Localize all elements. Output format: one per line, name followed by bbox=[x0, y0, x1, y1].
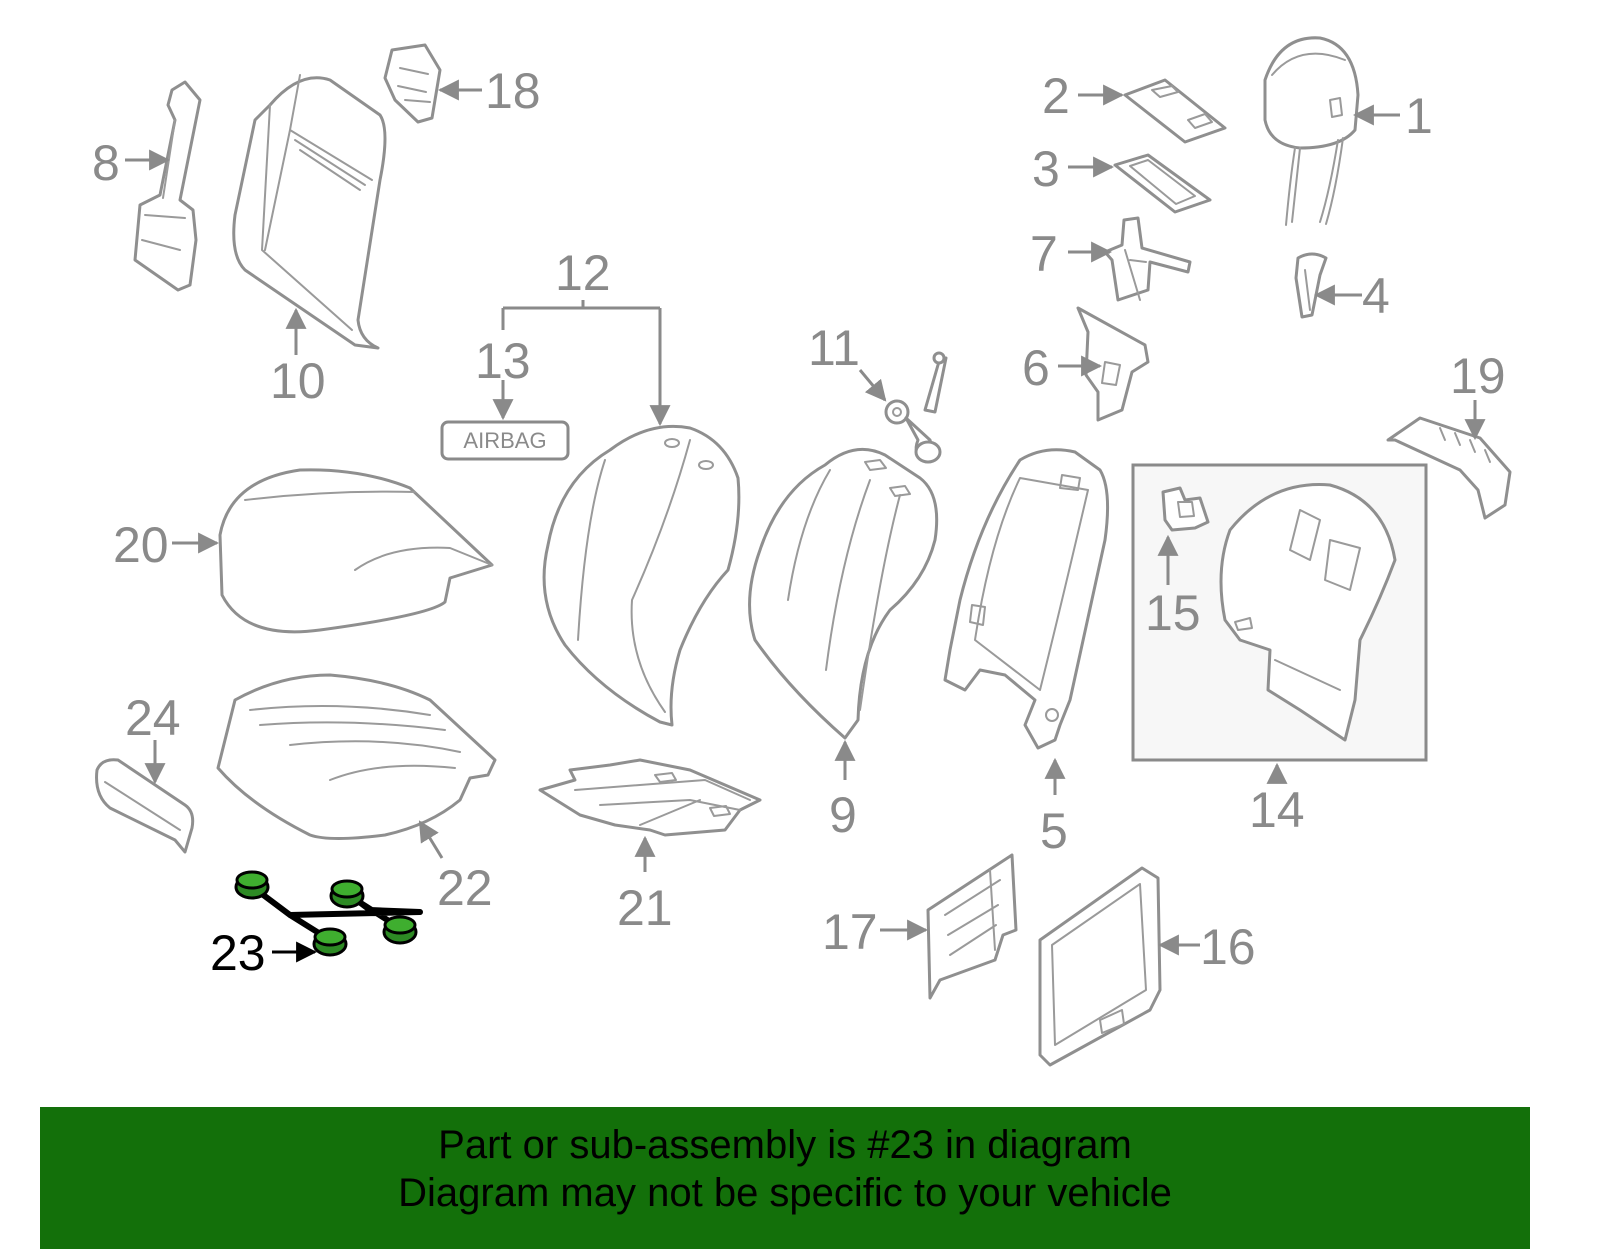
callout-23: 23 bbox=[210, 925, 266, 981]
callout-22: 22 bbox=[437, 860, 493, 916]
part-12-backrest-cover[interactable] bbox=[542, 424, 741, 727]
part-12-bracket-lines bbox=[492, 300, 671, 427]
callout-21: 21 bbox=[617, 880, 673, 936]
callout-13: 13 bbox=[475, 333, 531, 389]
part-2-pad[interactable] bbox=[1123, 78, 1227, 144]
leader-lines bbox=[125, 79, 1486, 963]
svg-text:AIRBAG: AIRBAG bbox=[463, 428, 546, 453]
callout-5: 5 bbox=[1040, 803, 1068, 859]
airbag-label: AIRBAG bbox=[440, 420, 570, 461]
callout-14: 14 bbox=[1249, 782, 1305, 838]
part-21-heater-mat[interactable] bbox=[538, 758, 762, 837]
callout-20: 20 bbox=[113, 517, 169, 573]
part-20-cushion-cover[interactable] bbox=[218, 468, 494, 634]
part-23-clip bbox=[312, 927, 348, 957]
callout-12: 12 bbox=[555, 245, 611, 301]
part-17-panel[interactable] bbox=[926, 853, 1018, 1000]
callout-10: 10 bbox=[270, 353, 326, 409]
callout-19: 19 bbox=[1450, 348, 1506, 404]
part-23-clip bbox=[329, 879, 365, 909]
banner-line-2: Diagram may not be specific to your vehi… bbox=[398, 1171, 1172, 1215]
callout-3: 3 bbox=[1032, 141, 1060, 197]
part-3-pad[interactable] bbox=[1113, 153, 1212, 214]
part-19-trim-strip[interactable] bbox=[1386, 416, 1512, 520]
part-4-guide-sleeve[interactable] bbox=[1294, 252, 1328, 319]
callout-2: 2 bbox=[1042, 68, 1070, 124]
callout-labels: 1 2 3 4 5 6 7 8 9 10 11 12 13 14 15 16 1… bbox=[92, 63, 1506, 981]
part-16-back-panel[interactable] bbox=[1038, 866, 1162, 1067]
callout-15: 15 bbox=[1145, 585, 1201, 641]
part-7-latch[interactable] bbox=[1103, 216, 1192, 302]
part-9-backrest-pad[interactable] bbox=[748, 447, 939, 740]
part-23-clip bbox=[382, 915, 418, 945]
callout-8: 8 bbox=[92, 135, 120, 191]
part-18-bracket[interactable] bbox=[383, 43, 442, 124]
callout-18: 18 bbox=[485, 63, 541, 119]
callout-17: 17 bbox=[822, 904, 878, 960]
part-11-adjuster[interactable] bbox=[884, 351, 948, 464]
callout-6: 6 bbox=[1022, 340, 1050, 396]
part-14-group-box[interactable] bbox=[1131, 463, 1428, 762]
part-10-backrest-rear-panel[interactable] bbox=[232, 74, 387, 350]
callout-1: 1 bbox=[1405, 88, 1433, 144]
callout-11: 11 bbox=[808, 320, 860, 376]
part-22-cushion-pad[interactable] bbox=[216, 673, 497, 840]
callout-24: 24 bbox=[125, 690, 181, 746]
banner-line-1: Part or sub-assembly is #23 in diagram bbox=[438, 1123, 1132, 1167]
part-8-lumbar-support[interactable] bbox=[133, 80, 202, 292]
part-24-side-trim[interactable] bbox=[95, 758, 195, 854]
part-1-headrest[interactable] bbox=[1263, 36, 1360, 226]
part-6-bracket[interactable] bbox=[1076, 306, 1150, 422]
part-15-clip[interactable] bbox=[1161, 486, 1210, 532]
callout-7: 7 bbox=[1030, 226, 1058, 282]
part-5-backrest-frame[interactable] bbox=[943, 448, 1110, 750]
info-banner: Part or sub-assembly is #23 in diagram D… bbox=[40, 1107, 1530, 1249]
part-23-clip bbox=[234, 870, 270, 900]
callout-9: 9 bbox=[829, 787, 857, 843]
callout-16: 16 bbox=[1200, 919, 1256, 975]
callout-4: 4 bbox=[1362, 268, 1390, 324]
